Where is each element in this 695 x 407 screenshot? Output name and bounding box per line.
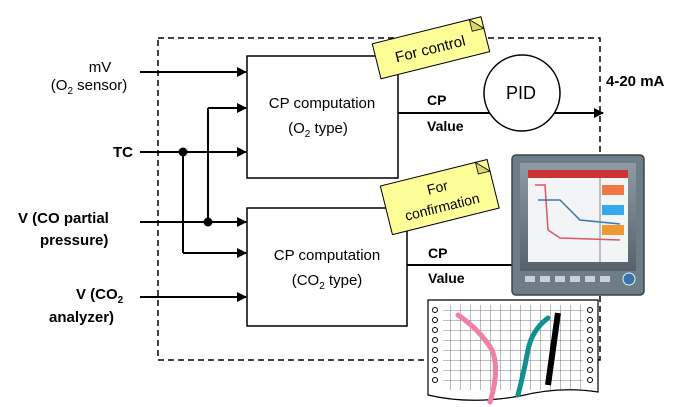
co2-block-subtitle: (CO2 type) <box>292 272 363 292</box>
input-co-label-line1: V (CO partial <box>18 210 109 227</box>
pid-label: PID <box>506 83 536 103</box>
svg-text:For: For <box>425 177 450 198</box>
o2-block-title: CP computation <box>269 95 375 112</box>
pid-controller <box>483 54 561 132</box>
value-label-bottom: Value <box>428 270 465 286</box>
co2-block-title: CP computation <box>274 247 380 264</box>
cp-computation-o2-block <box>246 55 399 179</box>
input-o2-sensor-label: (O2 sensor) <box>51 77 127 97</box>
input-tc-label: TC <box>113 144 133 161</box>
value-label-top: Value <box>427 118 464 134</box>
o2-block-subtitle: (O2 type) <box>288 120 348 140</box>
input-co2-label-line2: analyzer) <box>49 309 114 326</box>
chart-paper-image <box>427 299 599 405</box>
cp-computation-co2-block <box>246 207 408 327</box>
input-co2-label-line1: V (CO2 <box>76 286 124 306</box>
input-co-label-line2: pressure) <box>40 232 108 249</box>
output-current-label: 4-20 mA <box>606 73 665 90</box>
input-mv-label: mV <box>89 59 112 76</box>
cp-label-top: CP <box>427 92 446 108</box>
recorder-device-image <box>511 154 645 296</box>
cp-label-bottom: CP <box>428 245 447 261</box>
for-control-note: For control <box>371 16 491 80</box>
